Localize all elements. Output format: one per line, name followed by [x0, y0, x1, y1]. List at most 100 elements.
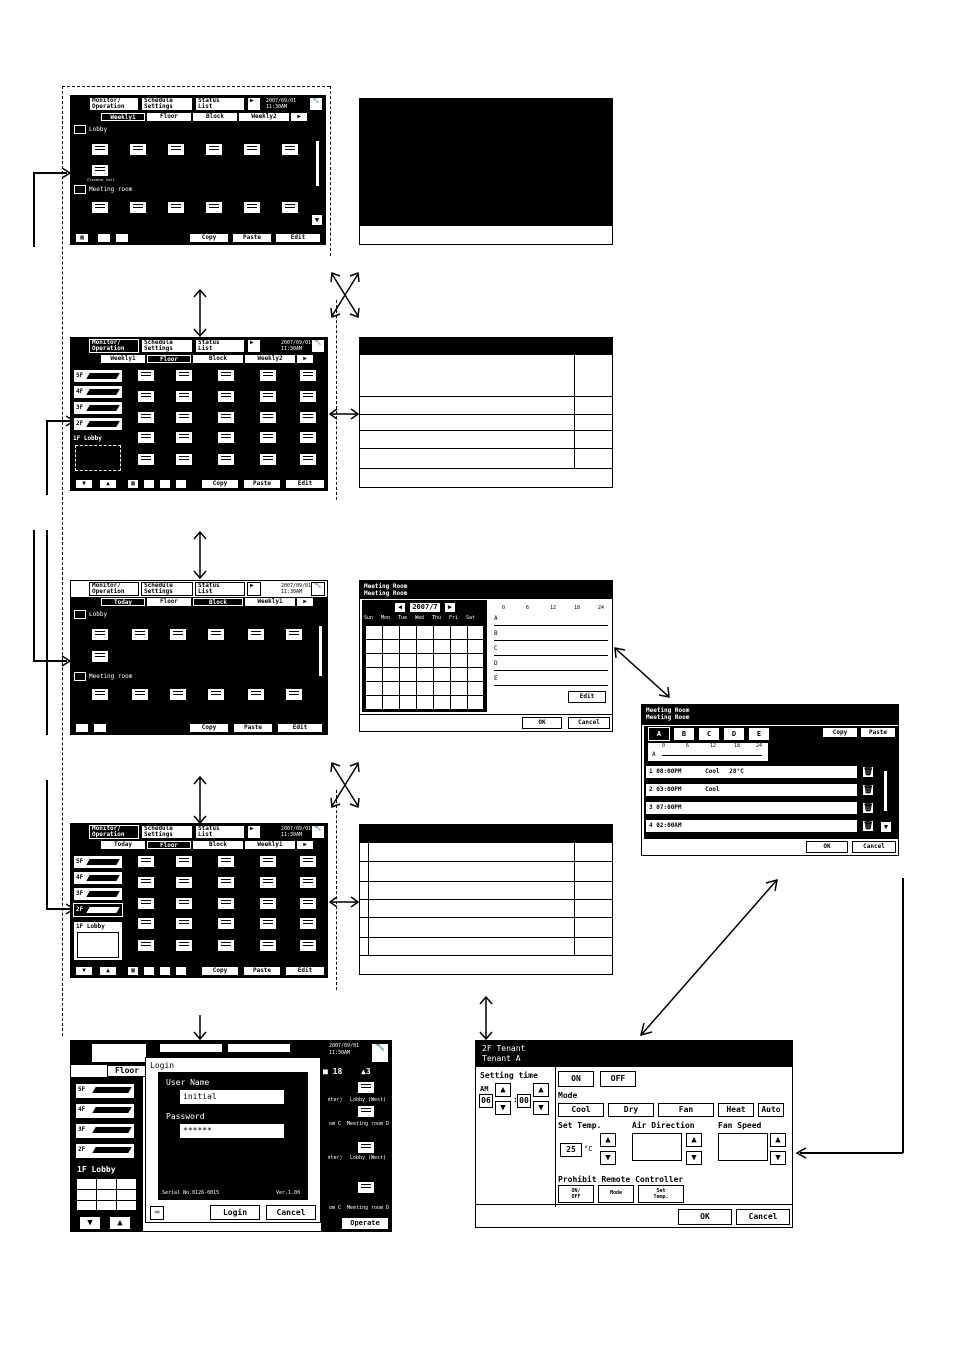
unit-icon[interactable] — [247, 628, 265, 641]
status-button[interactable]: Status List — [195, 97, 245, 111]
unit-icon[interactable] — [259, 431, 277, 444]
status-button[interactable]: Status List — [195, 582, 245, 596]
scroll-down-icon[interactable]: ▼ — [880, 821, 892, 833]
scroll-up-icon[interactable]: ▲ — [99, 966, 117, 976]
floor-4f[interactable]: 4F — [73, 385, 123, 399]
delete-icon[interactable]: 🗑 — [862, 802, 874, 814]
schedule-button[interactable]: Schedule Settings — [141, 339, 193, 353]
mode-cool-button[interactable]: Cool — [558, 1103, 604, 1117]
unit-icon[interactable] — [299, 369, 317, 382]
prohibit-onoff-button[interactable]: ON/ OFF — [558, 1185, 594, 1203]
unit-icon[interactable] — [217, 876, 235, 889]
tab-next-icon[interactable]: ▶ — [297, 841, 313, 849]
scroll-up-icon[interactable]: ▲ — [99, 479, 117, 489]
view-icon[interactable]: ▦ — [127, 479, 139, 489]
view-icon[interactable] — [93, 723, 107, 733]
scrollbar[interactable] — [319, 626, 322, 676]
unit-icon[interactable] — [175, 897, 193, 910]
unit-icon[interactable] — [137, 390, 155, 403]
unit-icon[interactable] — [131, 688, 149, 701]
schedule-row-2[interactable]: 2 03:00PM Cool — [645, 783, 858, 797]
copy-button[interactable]: Copy — [189, 233, 229, 243]
scroll-up-icon[interactable]: ▲ — [109, 1216, 131, 1230]
unit-icon[interactable] — [281, 143, 299, 156]
tab-c[interactable]: C — [698, 727, 720, 741]
unit-icon[interactable] — [259, 369, 277, 382]
scroll-down-icon[interactable]: ▼ — [75, 966, 93, 976]
minute-up-icon[interactable]: ▲ — [533, 1083, 549, 1097]
temp-down-icon[interactable]: ▼ — [600, 1151, 616, 1165]
unit-icon[interactable] — [217, 453, 235, 466]
view-icon[interactable] — [97, 233, 111, 243]
delete-icon[interactable]: 🗑 — [862, 820, 874, 832]
paste-button[interactable]: Paste — [243, 966, 281, 976]
unit-icon[interactable] — [299, 453, 317, 466]
edit-button[interactable]: Edit — [568, 691, 606, 703]
next-arrow-icon[interactable]: ▶ — [247, 825, 261, 839]
user-name-field[interactable]: initial — [180, 1090, 284, 1104]
tab-d[interactable]: D — [723, 727, 745, 741]
wrench-icon[interactable]: 🔧 — [371, 1043, 389, 1063]
tab-weekly2[interactable]: Weekly2 — [239, 113, 289, 121]
tab-weekly2[interactable]: Weekly2 — [245, 355, 295, 363]
mode-fan-button[interactable]: Fan — [658, 1103, 714, 1117]
unit-icon[interactable] — [175, 390, 193, 403]
unit-icon[interactable] — [259, 855, 277, 868]
view-icon[interactable] — [143, 966, 155, 976]
unit-icon[interactable] — [259, 411, 277, 424]
hour-up-icon[interactable]: ▲ — [495, 1083, 511, 1097]
unit-icon[interactable] — [137, 431, 155, 444]
floor-4f[interactable]: 4F — [73, 871, 123, 885]
paste-button[interactable]: Paste — [232, 233, 272, 243]
floor-2f[interactable]: 2F — [75, 1143, 135, 1159]
tab-next-icon[interactable]: ▶ — [291, 113, 307, 121]
unit-icon[interactable] — [137, 917, 155, 930]
unit-icon[interactable] — [205, 201, 223, 214]
cancel-button[interactable]: Cancel — [736, 1209, 790, 1225]
floor-5f[interactable]: 5F — [75, 1083, 135, 1099]
unit-icon[interactable] — [169, 688, 187, 701]
unit-icon[interactable] — [285, 628, 303, 641]
unit-icon[interactable] — [357, 1105, 375, 1118]
hour-field[interactable]: 06 — [479, 1094, 493, 1108]
unit-icon[interactable] — [259, 390, 277, 403]
scrollbar[interactable] — [884, 771, 887, 811]
minute-down-icon[interactable]: ▼ — [533, 1101, 549, 1115]
unit-icon[interactable] — [137, 855, 155, 868]
tab-block[interactable]: Block — [193, 355, 243, 363]
tab-e[interactable]: E — [748, 727, 770, 741]
delete-icon[interactable]: 🗑 — [862, 784, 874, 796]
tab-weekly1[interactable]: Weekly1 — [101, 113, 145, 121]
copy-button[interactable]: Copy — [822, 727, 858, 738]
unit-icon[interactable] — [217, 369, 235, 382]
unit-icon[interactable] — [137, 369, 155, 382]
schedule-button[interactable]: Schedule — [159, 1043, 223, 1053]
tab-today[interactable]: Today — [101, 598, 145, 606]
unit-icon[interactable] — [357, 1081, 375, 1094]
tab-floor[interactable]: Floor — [147, 598, 191, 606]
paste-button[interactable]: Paste — [243, 479, 281, 489]
prohibit-temp-button[interactable]: Set Temp. — [638, 1185, 684, 1203]
monitor-button[interactable]: Monitor/ Operation — [89, 582, 139, 596]
next-arrow-icon[interactable]: ▶ — [247, 339, 261, 353]
pattern-row-b[interactable]: B — [494, 630, 608, 641]
tab-next-icon[interactable]: ▶ — [297, 355, 313, 363]
unit-icon[interactable] — [129, 143, 147, 156]
unit-icon[interactable] — [299, 876, 317, 889]
unit-icon[interactable] — [217, 390, 235, 403]
tab-weekly1[interactable]: Weekly1 — [245, 598, 295, 606]
unit-icon[interactable] — [207, 628, 225, 641]
scroll-down-icon[interactable]: ▼ — [79, 1216, 101, 1230]
tab-weekly1[interactable]: Weekly1 — [245, 841, 295, 849]
minute-field[interactable]: 00 — [517, 1094, 531, 1108]
floor-5f[interactable]: 5F — [73, 369, 123, 383]
next-month-icon[interactable]: ▶ — [444, 602, 456, 613]
unit-icon[interactable] — [207, 688, 225, 701]
tab-floor[interactable]: Floor — [147, 841, 191, 849]
view-icon[interactable]: ▦ — [127, 966, 139, 976]
unit-icon[interactable] — [259, 917, 277, 930]
unit-icon[interactable] — [91, 688, 109, 701]
unit-icon[interactable] — [259, 939, 277, 952]
cancel-button[interactable]: Cancel — [266, 1205, 316, 1220]
view-icon[interactable] — [175, 966, 187, 976]
